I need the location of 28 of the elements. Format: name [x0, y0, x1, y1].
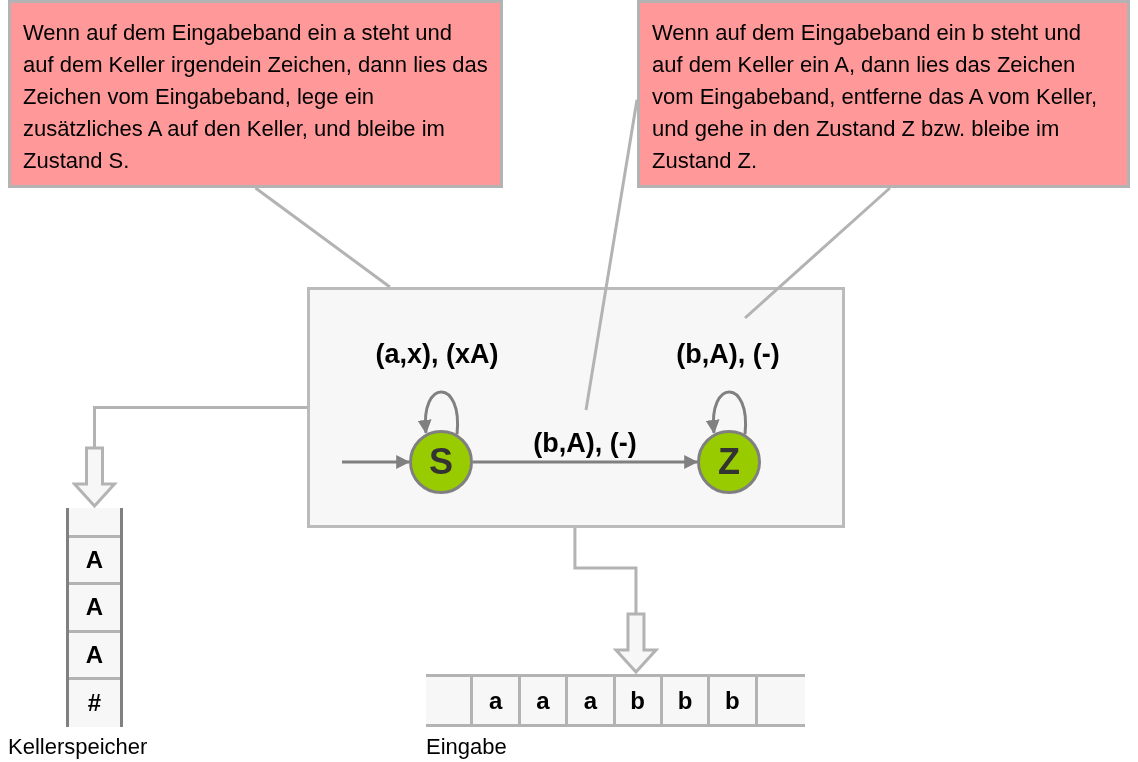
- state-name: S: [429, 441, 453, 483]
- automaton-frame: [307, 287, 845, 528]
- tape-symbol: a: [520, 677, 569, 724]
- stack-symbol: A: [69, 538, 120, 586]
- callout-box: [8, 0, 503, 188]
- leader-line: [584, 99, 639, 411]
- arrow: [342, 455, 411, 469]
- tape-symbol: b: [662, 677, 711, 724]
- loop-arrow: [706, 390, 747, 435]
- tape-symbol: a: [473, 677, 521, 724]
- stack-drawing: [66, 508, 123, 727]
- input-tape-drawing: [426, 674, 805, 727]
- callout-box: [637, 0, 1130, 188]
- stack-symbol: A: [69, 632, 120, 680]
- arrow: [473, 455, 699, 469]
- caption-text: Eingabe: [426, 734, 507, 760]
- leader-line: [744, 186, 891, 320]
- callout-text: Wenn auf dem Eingabeband ein a steht und auf dem Keller irgendein Zeichen, dann lies das Zeichen vom Eingabeband, lege ein zusätzliches A auf den Keller, und bleibe im Zustand S.: [23, 19, 488, 175]
- leader-line: [254, 186, 391, 289]
- callout-text: Wenn auf dem Eingabeband ein b steht und auf dem Keller ein A, dann lies das Zeichen vom Eingabeband, entferne das A vom Keller, und gehe in den Zustand Z bzw. bleibe im Zustand Z.: [652, 19, 1099, 175]
- caption-text: Kellerspeicher: [8, 734, 148, 760]
- loop-arrow: [418, 390, 459, 435]
- tape-symbol: b: [710, 677, 758, 724]
- stack-symbol: #: [69, 679, 120, 727]
- state-name: Z: [718, 441, 740, 483]
- tape-symbol: a: [568, 677, 616, 724]
- tape-symbol: b: [615, 677, 663, 724]
- stack-symbol: A: [69, 585, 120, 633]
